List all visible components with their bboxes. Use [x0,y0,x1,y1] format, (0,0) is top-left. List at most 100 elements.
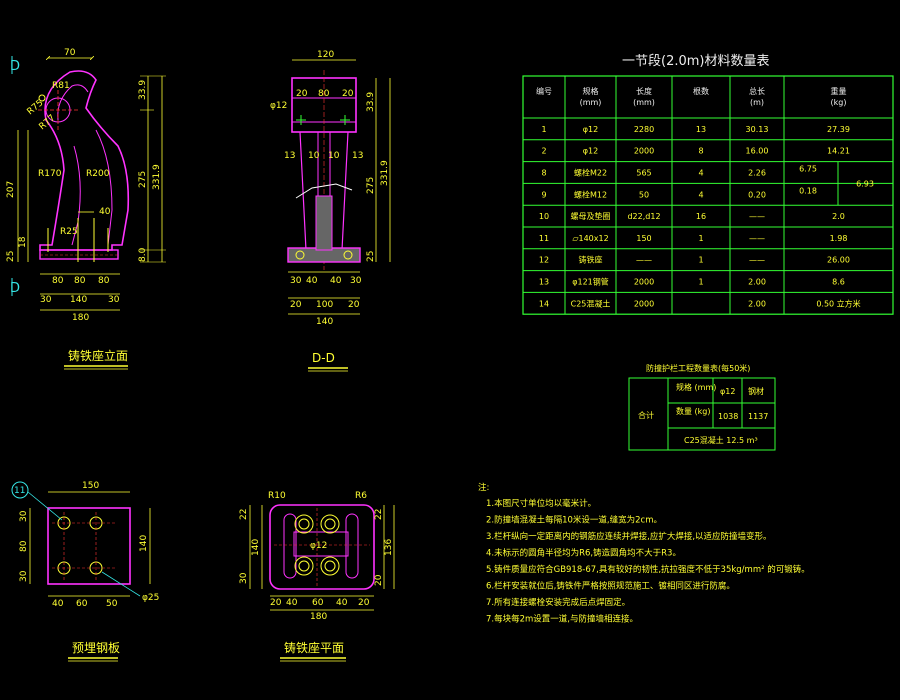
summary-spec-label: 规格 (mm) [676,382,716,392]
plan-dim-r-left: R10 [268,491,286,501]
table-cell: 2.0 [832,212,845,221]
dd-dim-bot-d: 30 [350,276,362,286]
table-cell: φ12 [583,147,598,156]
dim-bottom-b: 80 [74,276,86,286]
plan-dim-center: φ12 [310,541,327,551]
table-cell: —— [749,212,765,221]
plate-dim-right: 140 [139,535,149,552]
table-header-cell: 规格 [583,86,599,96]
table-cell: 12 [539,256,549,265]
table-cell: 27.39 [827,125,850,134]
part-marker-11 [11,481,29,499]
steel-plate-view: 11 150 30 80 30 140 40 60 50 φ25 预埋钢板 [11,481,159,662]
view-title-elevation: 铸铁座立面 [68,348,128,363]
table-cell: φ12 [583,125,598,134]
plan-dim-right-c: 20 [374,574,384,586]
dd-dim-top-b: 80 [318,89,330,99]
summary-qty-label: 数量 (kg) [676,406,711,416]
dim-right-top: 33.9 [138,80,148,100]
dim-right-base: 8.0 [138,247,148,262]
dd-dim-bot-g: 20 [348,300,360,310]
plate-dim-bot-c: 50 [106,599,118,609]
dd-dim-right-total: 331.9 [380,160,390,186]
table-cell: d22,d12 [627,212,660,221]
table-cell: 14.21 [827,147,850,156]
dd-dim-bot-b: 40 [306,276,318,286]
table-cell: 4 [698,169,703,178]
dd-dim-bot-e: 20 [290,300,302,310]
table-cell: 16 [696,212,706,221]
dd-dim-top-c: 20 [342,89,354,99]
dim-bottom-a: 80 [52,276,64,286]
dim-bottom-e: 140 [70,295,87,305]
table-cell: 2000 [634,299,654,308]
table-cell: 13 [696,125,706,134]
plan-dim-bot-e: 20 [358,598,370,608]
table-cell: ▱140x12 [572,234,608,243]
note-item: 5.铸件质量应符合GB918-67,具有较好的韧性,抗拉强度不低于35kg/mm… [486,564,810,575]
dd-dim-right-mid: 275 [366,177,376,194]
table-header-cell: 根数 [693,86,709,96]
table-cell: 2280 [634,125,654,134]
plan-dim-r-right: R6 [355,491,367,501]
view-title-base-plan: 铸铁座平面 [284,640,344,655]
table-cell: 4 [698,190,703,199]
plan-dim-bot-b: 40 [286,598,298,608]
table-cell: 50 [639,190,649,199]
dim-left-base: 25 [6,251,16,262]
dim-r25: R25 [60,227,78,237]
summary-steel-label: 钢材 [748,386,764,396]
plan-dim-left-c: 30 [239,572,249,584]
table-header-cell: (mm) [580,98,602,107]
table-header-cell: (m) [750,98,764,107]
table-cell: 2 [541,147,546,156]
dim-right-total: 331.9 [152,164,162,190]
table-cell: 13 [539,278,549,287]
plan-dim-bot-d: 40 [336,598,348,608]
dim-left-total: 207 [6,181,16,198]
summary-total-label: 合计 [638,410,654,420]
table-cell: —— [749,234,765,243]
plate-dim-top: 150 [82,481,99,491]
table-cell: —— [636,256,652,265]
summary-spec-value: φ12 [720,387,735,396]
note-item: 7.每块每2m设置一道,与防撞墙相连接。 [486,614,638,625]
table-cell: 0.20 [748,190,766,199]
table-cell: 1 [698,278,703,287]
section-dd-view: 120 20 80 20 φ12 13 10 10 13 33.9 275 33… [270,50,391,372]
plate-dim-left-a: 30 [19,510,29,522]
table-merged-weight: 6.93 [856,179,874,188]
dd-dim-bolt: φ12 [270,101,287,111]
table-cell: 16.00 [746,147,769,156]
dd-dim-top-width: 120 [317,50,334,60]
table-cell: 1 [541,125,546,134]
plate-dim-bot-b: 60 [76,599,88,609]
dim-ribs: 40 [99,207,111,217]
section-mark-bottom: D [10,281,20,296]
table-cell: 10 [539,212,549,221]
dd-dim-top-a: 20 [296,89,308,99]
table-cell: 螺母及垫圈 [571,211,611,221]
dim-bottom-f: 30 [108,295,120,305]
plate-dim-bot-a: 40 [52,599,64,609]
section-mark-top: D [10,59,20,74]
table-cell: φ121钢管 [572,277,609,287]
table-cell: 2000 [634,278,654,287]
summary-steel-value: 1137 [748,412,768,421]
dim-left-low: 18 [18,236,28,248]
table-cell: 9 [541,190,546,199]
table-cell: 1 [698,256,703,265]
table-header-cell: 总长 [749,86,765,96]
table-cell: 8 [698,147,703,156]
table-cell: 铸铁座 [579,255,603,265]
plan-dim-bot-total: 180 [310,612,327,622]
steel-plate-outline [47,507,131,585]
note-item: 3.栏杆纵向一定距离内的钢筋应连续并焊接,应扩大焊接,以适应防撞墙变形。 [486,531,772,542]
plate-dim-left-b: 80 [19,540,29,552]
plan-dim-right-a: 22 [374,509,384,520]
table-cell: 26.00 [827,256,850,265]
dd-dim-bot-f: 100 [316,300,333,310]
dim-bottom-d: 30 [40,295,52,305]
summary-table: 防撞护栏工程数量表(每50米) 合计 规格 (mm) φ12 钢材 数量 (kg… [628,363,776,451]
